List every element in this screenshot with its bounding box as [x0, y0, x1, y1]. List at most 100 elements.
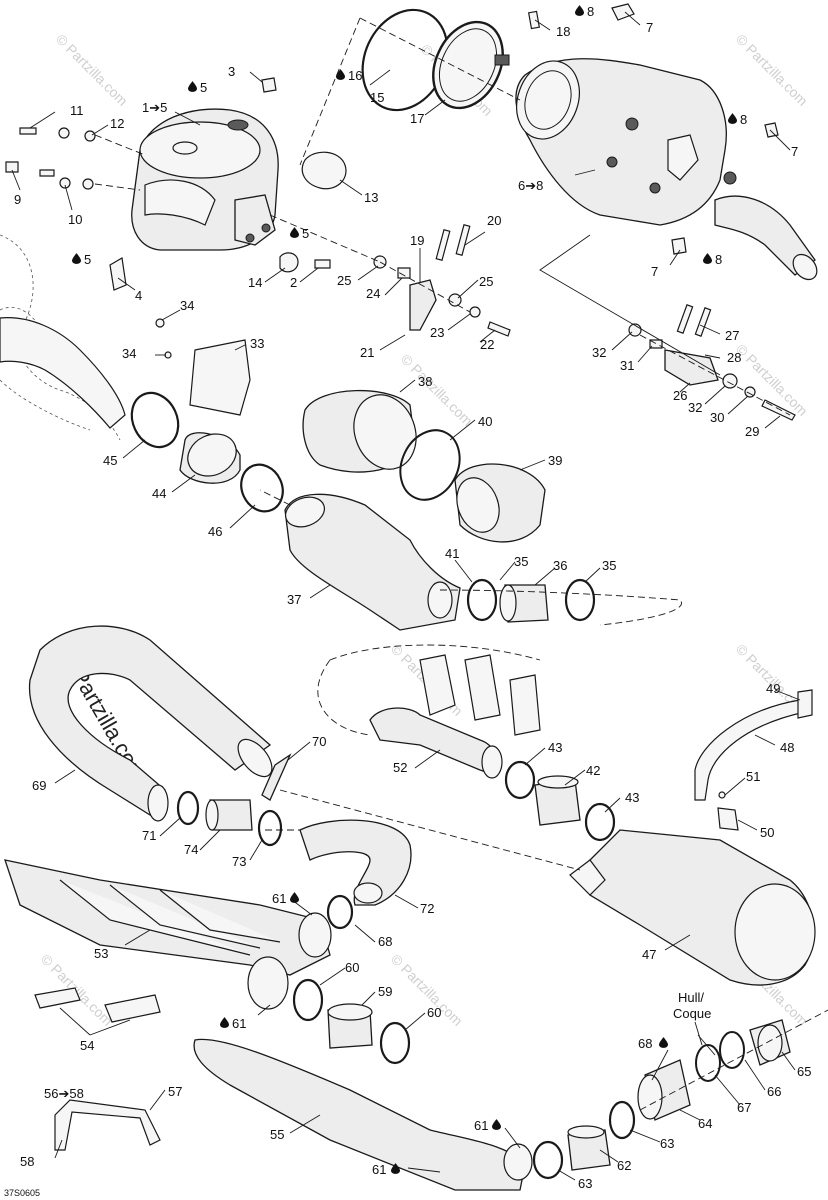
bracket-56-58 — [54, 1099, 161, 1151]
callout-label: 21 — [360, 345, 374, 360]
exhaust-manifold-gasket-13 — [301, 151, 347, 190]
callout-label: 6➔8 — [518, 178, 543, 193]
watermark: © Partzilla.com — [38, 951, 116, 1029]
callout-label: 43 — [625, 790, 639, 805]
engine-ghost-outline — [0, 234, 126, 441]
callout-label: 20 — [487, 213, 501, 228]
callout-label: 22 — [480, 337, 494, 352]
callout-label: 1➔5 — [142, 100, 167, 115]
callout-label: 74 — [184, 842, 198, 857]
hull-note-line1: Hull/ — [678, 990, 704, 1005]
exhaust-outlet-55 — [193, 1038, 533, 1191]
callout-label: 64 — [698, 1116, 712, 1131]
callout-label: 61 — [372, 1162, 386, 1177]
callout-label: 30 — [710, 410, 724, 425]
callout-label: 40 — [478, 414, 492, 429]
callout-label: 5 — [84, 252, 91, 267]
lubricant-drop-icon — [492, 1119, 501, 1130]
callout-label: 68 — [638, 1036, 652, 1051]
assembly-lines-bottom — [265, 789, 581, 871]
callout-label: 33 — [250, 336, 264, 351]
callout-label: 7 — [791, 144, 798, 159]
callout-label: 62 — [617, 1158, 631, 1173]
callout-label: 36 — [553, 558, 567, 573]
callout-label: 39 — [548, 453, 562, 468]
lubricant-drop-icon — [290, 227, 299, 238]
callout-labels: 1➔5 3 5 16 15 17 18 8 7 8 7 6➔8 7 8 11 1… — [14, 4, 811, 1191]
fasteners-top — [5, 3, 796, 421]
callout-label: 42 — [586, 763, 600, 778]
callout-label: 61 — [232, 1016, 246, 1031]
callout-label: 23 — [430, 325, 444, 340]
callout-label: 35 — [602, 558, 616, 573]
callout-label: 34 — [180, 298, 194, 313]
callout-label: 7 — [646, 20, 653, 35]
coupling-hose-44 — [179, 432, 241, 484]
hull-note: Hull/ Coque — [673, 990, 711, 1046]
callout-label: 46 — [208, 524, 222, 539]
callout-label: 32 — [688, 400, 702, 415]
callout-label: 2 — [290, 275, 297, 290]
callout-label: 57 — [168, 1084, 182, 1099]
callout-label: 44 — [152, 486, 166, 501]
assembly-lines-mid — [259, 489, 682, 626]
callout-label: 32 — [592, 345, 606, 360]
callout-label: 5 — [200, 80, 207, 95]
callout-label: 63 — [578, 1176, 592, 1191]
hull-note-line2: Coque — [673, 1006, 711, 1021]
lubricant-drop-icon — [336, 69, 345, 80]
callout-leaders — [11, 11, 801, 1181]
clamps-35-36-41 — [466, 578, 596, 623]
callout-label: 53 — [94, 946, 108, 961]
joint-43-42-43 — [504, 760, 616, 842]
exhaust-manifold — [131, 108, 279, 251]
callout-label: 41 — [445, 546, 459, 561]
end-cap-39 — [454, 463, 546, 543]
callout-label: 54 — [80, 1038, 94, 1053]
callout-label: 55 — [270, 1127, 284, 1142]
callout-label: 45 — [103, 453, 117, 468]
lubricant-drop-icon — [72, 253, 81, 264]
callout-label: 37 — [287, 592, 301, 607]
callout-label: 26 — [673, 388, 687, 403]
callout-label: 29 — [745, 424, 759, 439]
callout-label: 13 — [364, 190, 378, 205]
callout-label: 11 — [70, 103, 84, 118]
callout-label: 58 — [20, 1154, 34, 1169]
heat-shield-33 — [155, 318, 251, 416]
screws-50-51 — [717, 791, 739, 831]
callout-label: 34 — [122, 346, 136, 361]
band-clamp-17 — [432, 20, 510, 110]
tuned-pipe-6 — [515, 58, 818, 281]
callout-label: 7 — [651, 264, 658, 279]
gasket-ring-40 — [399, 429, 461, 501]
callout-label: 43 — [548, 740, 562, 755]
callout-label: 10 — [68, 212, 82, 227]
lubricant-drop-icon — [575, 5, 584, 16]
watermark: © Partzilla.com — [733, 31, 811, 109]
callout-label: 49 — [766, 681, 780, 696]
callout-label: 66 — [767, 1084, 781, 1099]
assembly-lines-top — [94, 17, 791, 416]
callout-label: 70 — [312, 734, 326, 749]
lubricant-drop-icon — [659, 1037, 668, 1048]
water-box-53 — [4, 859, 332, 1010]
callout-label: 12 — [110, 116, 124, 131]
callout-label: 68 — [378, 934, 392, 949]
pads-54 — [34, 987, 161, 1023]
joint-71-74-73 — [176, 790, 283, 847]
lubricant-drop-icon — [703, 253, 712, 264]
callout-label: 59 — [378, 984, 392, 999]
resonator-47 — [569, 829, 816, 986]
lubricant-drop-icon — [220, 1017, 229, 1028]
callout-label: 16 — [348, 68, 362, 83]
callout-label: 71 — [142, 828, 156, 843]
callout-label: 27 — [725, 328, 739, 343]
muffler-37 — [284, 493, 461, 631]
callout-label: 28 — [727, 350, 741, 365]
callout-label: 35 — [514, 554, 528, 569]
watermark: © Partzilla.com — [53, 31, 131, 109]
callout-label: 15 — [370, 90, 384, 105]
callout-label: 31 — [620, 358, 634, 373]
